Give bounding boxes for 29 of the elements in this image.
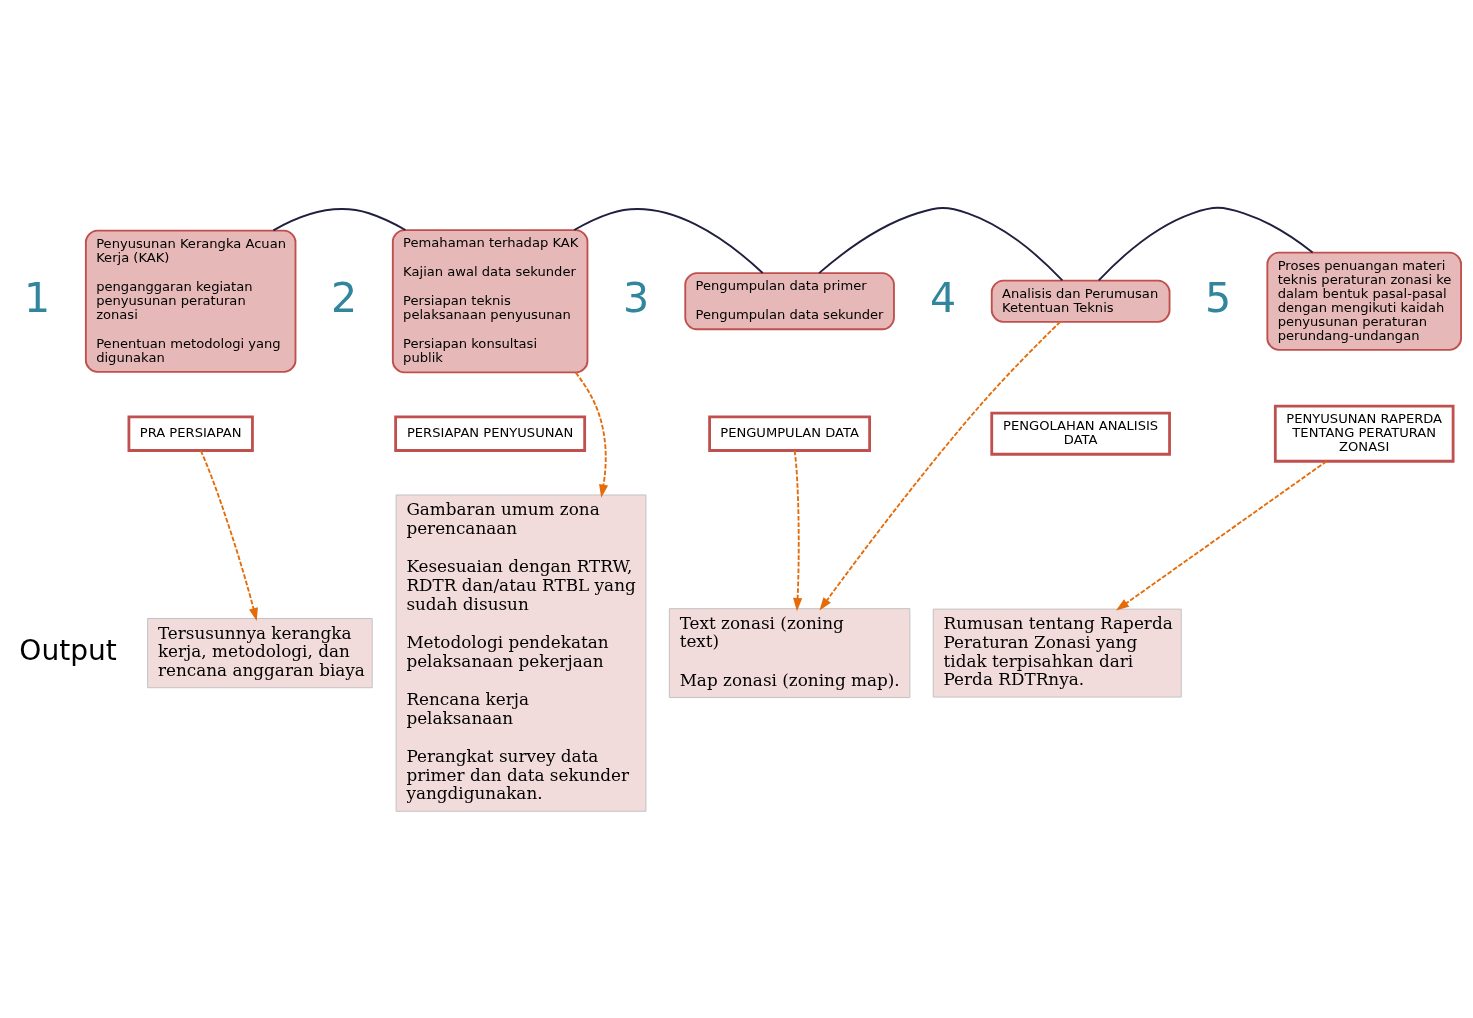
node-box: PENGOLAHAN ANALISIS DATA — [990, 411, 1171, 456]
connector — [573, 207, 764, 274]
node-box: PENYUSUNAN RAPERDA TENTANG PERATURAN ZONASI — [1273, 404, 1455, 463]
node-box: PERSIAPAN PENYUSUNAN — [394, 414, 587, 452]
label: 2 — [331, 273, 358, 322]
connector — [1097, 206, 1314, 281]
arrow — [819, 320, 1062, 611]
label: 3 — [623, 273, 650, 322]
arrow — [793, 449, 803, 611]
node-box: Proses penuangan materi teknis peraturan zonasi ke dalam bentuk pasal-pasal dengan mengikuti kaidah penyusunan peraturan perundang-undangan — [1266, 251, 1462, 351]
node-box: Pemahaman terhadap KAK Kajian awal data sekunder Persiapan teknis pelaksanaan penyusunan Persiapan konsultasi publik — [391, 228, 589, 373]
arrow — [1115, 459, 1328, 611]
connector — [818, 206, 1064, 281]
arrow — [199, 449, 258, 621]
node-box: Tersusunnya kerangka kerja, metodologi, dan rencana anggaran biaya — [147, 617, 373, 688]
node-box: Rumusan tentang Raperda Peraturan Zonasi yang tidak terpisahkan dari Perda RDTRnya. — [932, 608, 1182, 698]
label: 1 — [24, 273, 51, 322]
node-box: Analisis dan Perumusan Ketentuan Teknis — [990, 279, 1171, 323]
label: 4 — [929, 273, 957, 322]
node-box: Pengumpulan data primer Pengumpulan data sekunder — [684, 271, 895, 330]
label: 5 — [1205, 273, 1232, 322]
node-box: Gambaran umum zona perencanaan Kesesuaian dengan RTRW, RDTR dan/atau RTBL yang sudah disusun Metodologi pendekatan pelaksanaan pekerjaan Rencana kerja pelaksanaan Perangkat survey data primer dan data sekunder yangdigunakan. — [395, 493, 647, 812]
node-box: PENGUMPULAN DATA — [708, 414, 872, 452]
arrow — [574, 371, 609, 498]
node-box: Penyusunan Kerangka Acuan Kerja (KAK) penganggaran kegiatan penyusunan peraturan zonasi Penentuan metodologi yang digunakan — [84, 229, 297, 373]
node-box: Text zonasi (zoning text) Map zonasi (zoning map). — [668, 607, 911, 698]
label: Output — [19, 633, 117, 667]
connector — [272, 207, 407, 231]
node-box: PRA PERSIAPAN — [127, 414, 254, 452]
